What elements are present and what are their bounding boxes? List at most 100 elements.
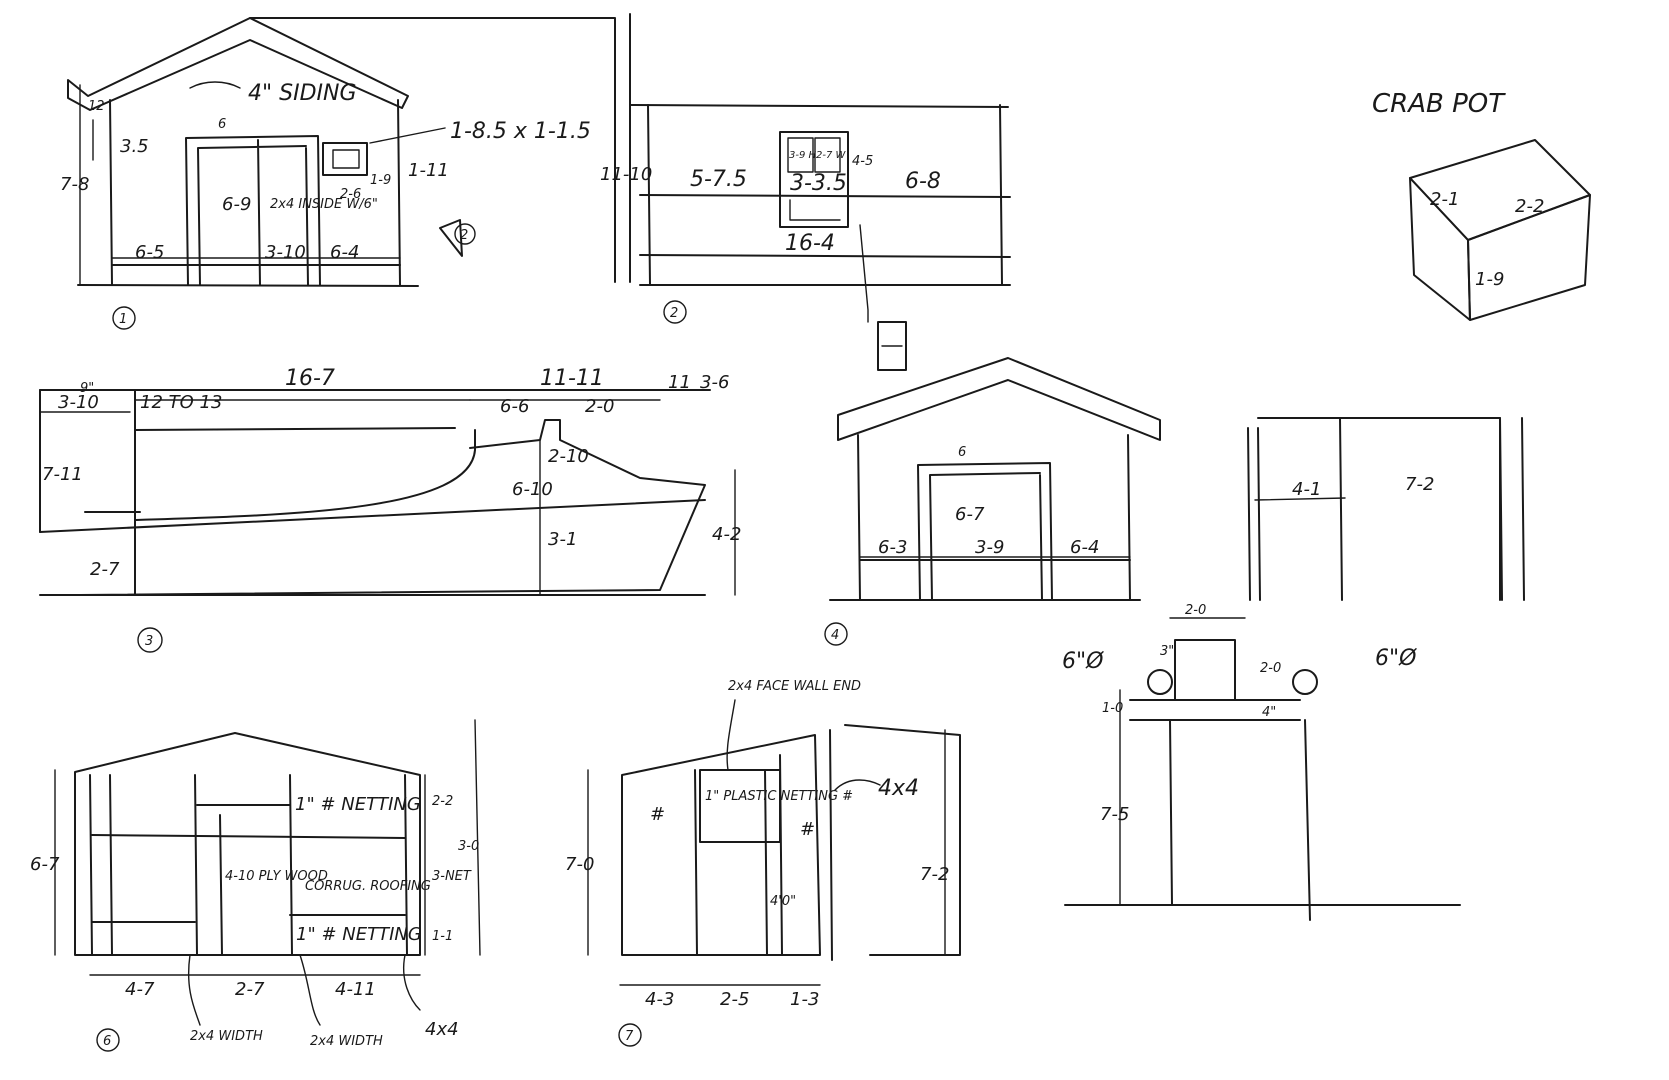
v7-hash-right: # — [800, 819, 815, 840]
v5-dim-4in: 4" — [1262, 705, 1276, 720]
v1-door — [185, 135, 321, 286]
v6-netting-bottom: 1" # NETTING — [296, 924, 422, 945]
v3-dim-3-6: 3-6 — [700, 372, 729, 393]
v4-roof — [837, 357, 1161, 441]
v1-window — [322, 142, 368, 176]
v7-view-circle — [618, 1023, 642, 1047]
v3-dim-2-0: 2-0 — [585, 396, 614, 417]
v1-dim-window: 1-8.5 x 1-1.5 — [450, 119, 591, 144]
v2-ridge-line — [249, 13, 631, 283]
v5-dim-3in: 3" — [1160, 644, 1174, 659]
v1-dim-3-5: 3.5 — [120, 136, 149, 157]
v1-roof — [67, 17, 409, 111]
v2-pane-right — [814, 137, 841, 173]
v6-dim-2-2: 2-2 — [432, 794, 453, 809]
v1-dim-6-9: 6-9 — [222, 194, 251, 215]
v4-dim-6-7: 6-7 — [955, 504, 985, 525]
v2-dim-16-4: 16-4 — [785, 231, 835, 256]
v1-dim-1-9: 1-9 — [370, 173, 391, 188]
v7-leader-face — [726, 699, 736, 771]
v6-studs — [89, 774, 408, 956]
v1-arrow-tag — [454, 223, 476, 245]
v7-netting-panel — [699, 769, 781, 843]
v7-dim-7-0: 7-0 — [565, 854, 594, 875]
v1-siding-arrow — [189, 81, 241, 89]
v4-view-number: 4 — [831, 628, 839, 643]
v1-dim-7-8: 7-8 — [60, 174, 89, 195]
v4b-posts — [1247, 417, 1525, 601]
v2-mid — [639, 194, 1011, 198]
view-6-netting-frame: 6 1" # NETTING 4-10 PLY WOOD CORRUG. ROO… — [30, 719, 481, 1052]
v6-leader-c — [403, 954, 421, 1011]
v6-dim-4-11: 4-11 — [335, 979, 376, 1000]
v7-post-label: 4x4 — [878, 776, 919, 801]
v2-pane-left — [787, 137, 814, 173]
v1-dim-6-4: 6-4 — [330, 242, 359, 263]
v7-plastic-netting: 1" PLASTIC NETTING # — [705, 789, 853, 804]
v7-dim-4-3: 4-3 — [645, 989, 674, 1010]
v3-dim-6-6: 6-6 — [500, 396, 529, 417]
v6-dim-4-7: 4-7 — [125, 979, 155, 1000]
v4-dim-3-9: 3-9 — [975, 537, 1004, 558]
v6-leader-b — [299, 954, 321, 1026]
v4-wall-left — [857, 434, 861, 601]
v1-wall-right — [397, 99, 401, 286]
v4-dim-6-4: 6-4 — [1070, 537, 1099, 558]
v4-wall-right — [1127, 434, 1131, 601]
v5-frame — [1129, 699, 1311, 921]
v2-leader — [859, 224, 869, 323]
v6-outline — [74, 732, 421, 956]
v3-floor — [39, 499, 706, 533]
v6-rails — [91, 804, 406, 923]
v1-siding-label: 4" SIDING — [248, 81, 357, 106]
v4b-dim-4-1: 4-1 — [1292, 479, 1321, 500]
v7-dim-7-2: 7-2 — [920, 864, 949, 885]
v1-wall-left — [109, 99, 113, 286]
view-1-front-elevation: 2 1 4" SIDING 2x4 INSIDE W/6" 7-8 12 3.5… — [60, 17, 591, 330]
v5-dim-2-0b: 2-0 — [1260, 661, 1281, 676]
v2-dim-3-9h: 3-9 H — [789, 150, 817, 161]
v1-section-arrow — [439, 219, 463, 257]
view-2-side-elevation: 2 11-10 5-7.5 3-3.5 6-8 16-4 4-5 3-9 H 2… — [249, 13, 1011, 371]
v4b-dim-7-2: 7-2 — [1405, 474, 1434, 495]
v1-arrow-number: 2 — [460, 228, 468, 243]
v1-leader-window — [369, 127, 446, 144]
v2-dim-4-5: 4-5 — [852, 154, 873, 169]
v3-view-circle — [137, 627, 163, 653]
v7-studs — [694, 754, 783, 956]
v7-post-side — [829, 724, 961, 961]
v2-base — [639, 254, 1011, 258]
v3-dim-9in: 9" — [80, 381, 94, 396]
crab-dim-2-1: 2-1 — [1430, 189, 1459, 210]
v2-dim-5-7-5: 5-7.5 — [690, 167, 747, 192]
v7-hash-left: # — [650, 804, 665, 825]
v2-dim-3-3-5: 3-3.5 — [790, 171, 847, 196]
crab-dim-1-9: 1-9 — [1475, 269, 1504, 290]
v7-view-number: 7 — [625, 1029, 634, 1044]
v1-dim-1-11: 1-11 — [408, 160, 449, 181]
v3-dim-11: 11 — [668, 372, 691, 393]
v2-window — [779, 131, 849, 228]
v2-dim-11-10: 11-10 — [600, 164, 652, 185]
v2-top — [629, 104, 1009, 108]
v5-pipe-left — [1147, 669, 1173, 695]
v7-outline — [621, 734, 821, 956]
v3-dim-4-2-label: 4-2 — [712, 524, 741, 545]
v6-dim-1-1: 1-1 — [432, 929, 453, 944]
v6-plywood: 4-10 PLY WOOD — [225, 869, 328, 884]
v2-right — [999, 104, 1003, 286]
v1-dim-6: 6 — [218, 117, 226, 132]
v3-boat — [79, 419, 706, 596]
v1-view-circle — [112, 306, 136, 330]
v1-dim-2-6: 2-6 — [340, 187, 361, 202]
v1-view-number: 1 — [119, 312, 127, 327]
v4-dim-6: 6 — [958, 445, 966, 460]
v6-width-a: 2x4 WIDTH — [190, 1029, 263, 1044]
v1-dim-3-10: 3-10 — [265, 242, 306, 263]
view-5-post-detail: 2-0 3" 2-0 1-0 4" 7-5 6"Ø 6"Ø — [1062, 603, 1461, 921]
v1-dim-6-5: 6-5 — [135, 242, 164, 263]
view-4b-frame: 4-1 7-2 — [1247, 417, 1525, 601]
v7-dim-4-0: 4'0" — [770, 894, 796, 909]
